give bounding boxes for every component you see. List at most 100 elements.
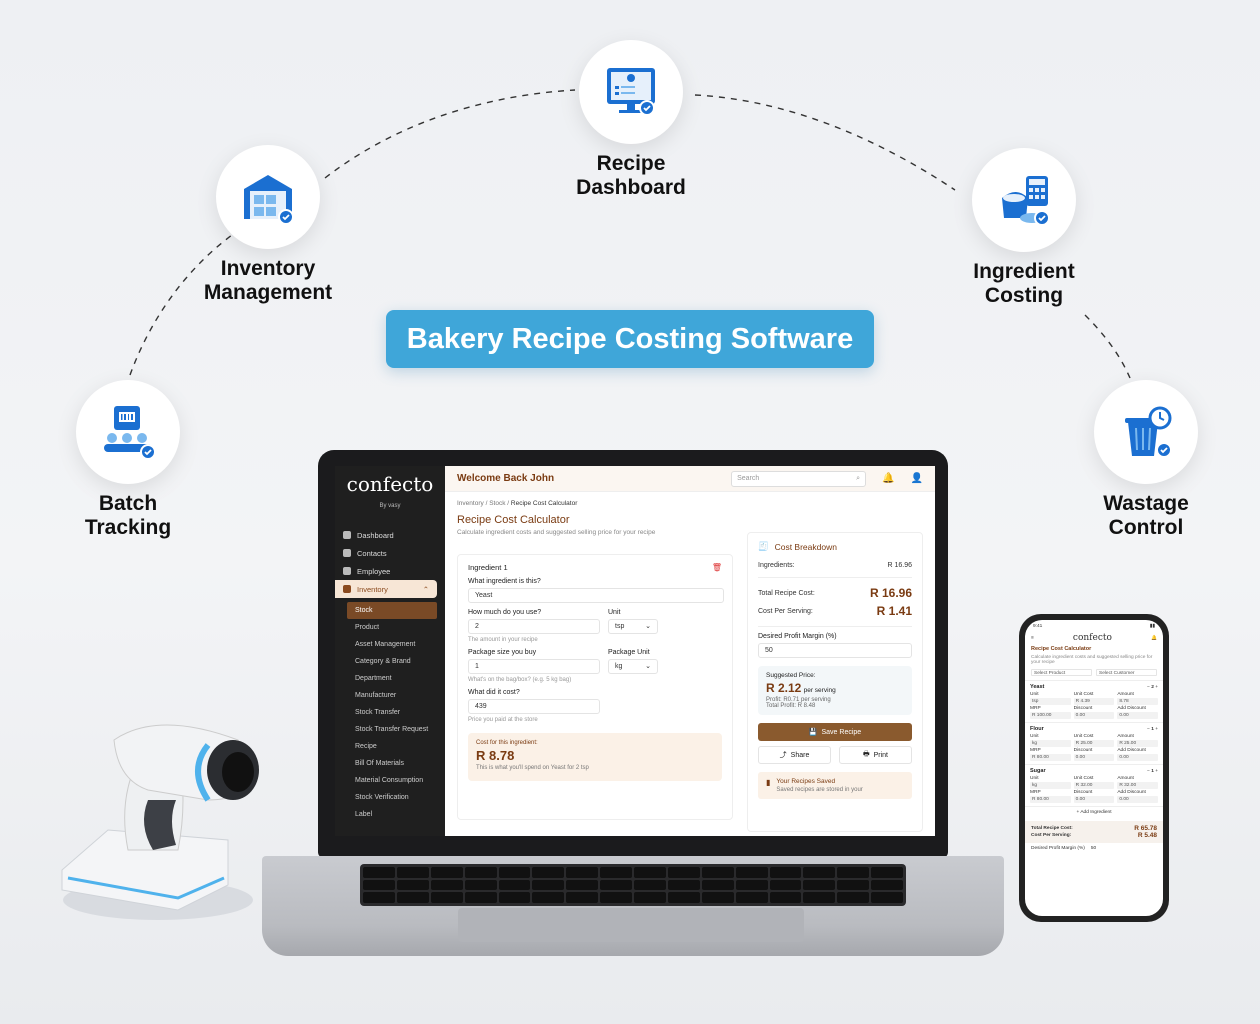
- submenu-item[interactable]: Department: [355, 675, 392, 682]
- submenu-item[interactable]: Stock Transfer Request: [355, 726, 429, 733]
- mrp-cell[interactable]: R 80.00: [1030, 796, 1071, 803]
- cost-hint: Price you paid at the store: [468, 717, 538, 723]
- quantity-stepper[interactable]: − 1 +: [1147, 768, 1158, 774]
- quantity-stepper[interactable]: − 1 +: [1147, 726, 1158, 732]
- key: [871, 892, 903, 903]
- quantity-value: 1: [1151, 726, 1154, 732]
- select-customer[interactable]: Select Customer: [1096, 669, 1157, 676]
- mrp-cell[interactable]: R 100.00: [1030, 712, 1071, 719]
- sidebar-item-employee[interactable]: Employee: [335, 562, 445, 580]
- submenu-item[interactable]: Product: [355, 624, 380, 631]
- add-discount-cell[interactable]: 0.00: [1117, 754, 1158, 761]
- quantity-input[interactable]: 2: [468, 619, 600, 634]
- key: [363, 867, 395, 878]
- submenu-item[interactable]: Stock Transfer: [355, 709, 401, 716]
- bell-icon[interactable]: 🔔: [1151, 635, 1157, 641]
- unit-cost-cell[interactable]: R 4.39: [1073, 698, 1115, 705]
- submenu-item[interactable]: Manufacturer: [355, 692, 397, 699]
- search-input[interactable]: Search⌕: [731, 470, 867, 487]
- submenu-item[interactable]: Label: [355, 811, 373, 818]
- key: [532, 867, 565, 878]
- col-add-discount: Add Discount: [1117, 790, 1146, 795]
- package-unit-label: Package Unit: [608, 649, 650, 656]
- select-product[interactable]: Select Product: [1031, 669, 1092, 676]
- submenu-item[interactable]: Stock: [347, 602, 437, 619]
- key: [600, 892, 632, 903]
- amount-cell: 8.78: [1117, 698, 1158, 705]
- breakdown-heading: Cost Breakdown: [774, 541, 837, 552]
- add-discount-cell[interactable]: 0.00: [1117, 796, 1158, 803]
- add-discount-cell[interactable]: 0.00: [1117, 712, 1158, 719]
- add-ingredient-button[interactable]: + Add Ingredient: [1025, 806, 1163, 818]
- phone-logo: confecto: [1072, 633, 1112, 643]
- col-unit-cost: Unit Cost: [1073, 776, 1094, 781]
- breadcrumb-inventory[interactable]: Inventory: [457, 500, 484, 507]
- feature-wastage-control: Wastage Control: [1078, 380, 1214, 540]
- unit-cell[interactable]: kg: [1030, 740, 1071, 747]
- quantity-value: 2: [1151, 684, 1154, 690]
- share-label: Share: [790, 751, 810, 759]
- user-icon[interactable]: 👤: [910, 473, 923, 484]
- discount-cell[interactable]: 0.00: [1073, 796, 1115, 803]
- submenu-item[interactable]: Asset Management: [355, 641, 416, 648]
- suggested-value: R 2.12: [766, 681, 802, 695]
- quantity-stepper[interactable]: − 2 +: [1147, 684, 1158, 690]
- key: [363, 879, 395, 891]
- cost-input[interactable]: 439: [468, 699, 600, 714]
- col-unit-cost: Unit Cost: [1073, 692, 1094, 697]
- unit-cost-cell[interactable]: R 32.00: [1073, 782, 1115, 789]
- breadcrumb-stock[interactable]: Stock: [489, 500, 506, 507]
- phone-margin-value[interactable]: 50: [1090, 846, 1097, 851]
- col-unit: Unit: [1030, 692, 1039, 697]
- save-recipe-button[interactable]: 💾Save Recipe: [758, 723, 912, 741]
- per-serving-label: Cost Per Serving:: [758, 607, 813, 615]
- per-serving-value: R 1.41: [876, 604, 912, 618]
- sidebar-item-contacts[interactable]: Contacts: [335, 544, 445, 562]
- sidebar-item-inventory[interactable]: Inventory⌃: [335, 580, 437, 598]
- submenu-item[interactable]: Category & Brand: [355, 658, 411, 665]
- unit-value: tsp: [615, 623, 625, 630]
- trash-icon[interactable]: 🗑: [711, 563, 722, 572]
- margin-input[interactable]: 50: [758, 643, 912, 658]
- package-size-input[interactable]: 1: [468, 659, 600, 674]
- breadcrumb-current: Recipe Cost Calculator: [510, 500, 578, 507]
- key: [634, 892, 666, 903]
- ingredient-card: Ingredient 1🗑 What ingredient is this? Y…: [457, 554, 733, 820]
- share-button[interactable]: ⤴Share: [758, 746, 831, 764]
- mrp-cell[interactable]: R 80.00: [1030, 754, 1071, 761]
- chevron-down-icon: ⌄: [645, 663, 651, 670]
- submenu-item[interactable]: Stock Verification: [355, 794, 409, 801]
- margin-label: Desired Profit Margin (%): [758, 633, 837, 640]
- print-button[interactable]: 🖶Print: [839, 746, 912, 764]
- ingredient-cost-value: R 8.78: [476, 748, 515, 763]
- feature-label: Ingredient Costing: [973, 260, 1075, 307]
- col-discount: Discount: [1073, 790, 1093, 795]
- feature-ingredient-costing: Ingredient Costing: [944, 148, 1104, 308]
- unit-cell[interactable]: tsp: [1030, 698, 1071, 705]
- key: [430, 892, 463, 903]
- ingredient-name: Yeast: [1030, 684, 1045, 690]
- save-icon: 💾: [808, 729, 818, 736]
- submenu-item[interactable]: Recipe: [355, 743, 377, 750]
- key: [701, 867, 734, 878]
- package-unit-select[interactable]: kg⌄: [608, 659, 658, 674]
- feature-batch-tracking: Batch Tracking: [60, 380, 196, 540]
- ingredient-name-input[interactable]: Yeast: [468, 588, 724, 603]
- key: [803, 892, 836, 903]
- discount-cell[interactable]: 0.00: [1073, 712, 1115, 719]
- submenu-item[interactable]: Bill Of Materials: [355, 760, 405, 767]
- menu-icon[interactable]: ≡: [1031, 635, 1034, 641]
- bell-icon[interactable]: 🔔: [882, 473, 895, 484]
- discount-cell[interactable]: 0.00: [1073, 754, 1115, 761]
- key: [735, 867, 768, 878]
- unit-select[interactable]: tsp⌄: [608, 619, 658, 634]
- unit-cell[interactable]: kg: [1030, 782, 1071, 789]
- key: [667, 867, 700, 878]
- feature-recipe-dashboard: Recipe Dashboard: [563, 40, 699, 200]
- unit-cost-cell[interactable]: R 25.00: [1073, 740, 1115, 747]
- submenu-item[interactable]: Material Consumption: [355, 777, 424, 784]
- conveyor-barcode-icon: [104, 406, 156, 460]
- sidebar-item-dashboard[interactable]: Dashboard: [335, 526, 445, 544]
